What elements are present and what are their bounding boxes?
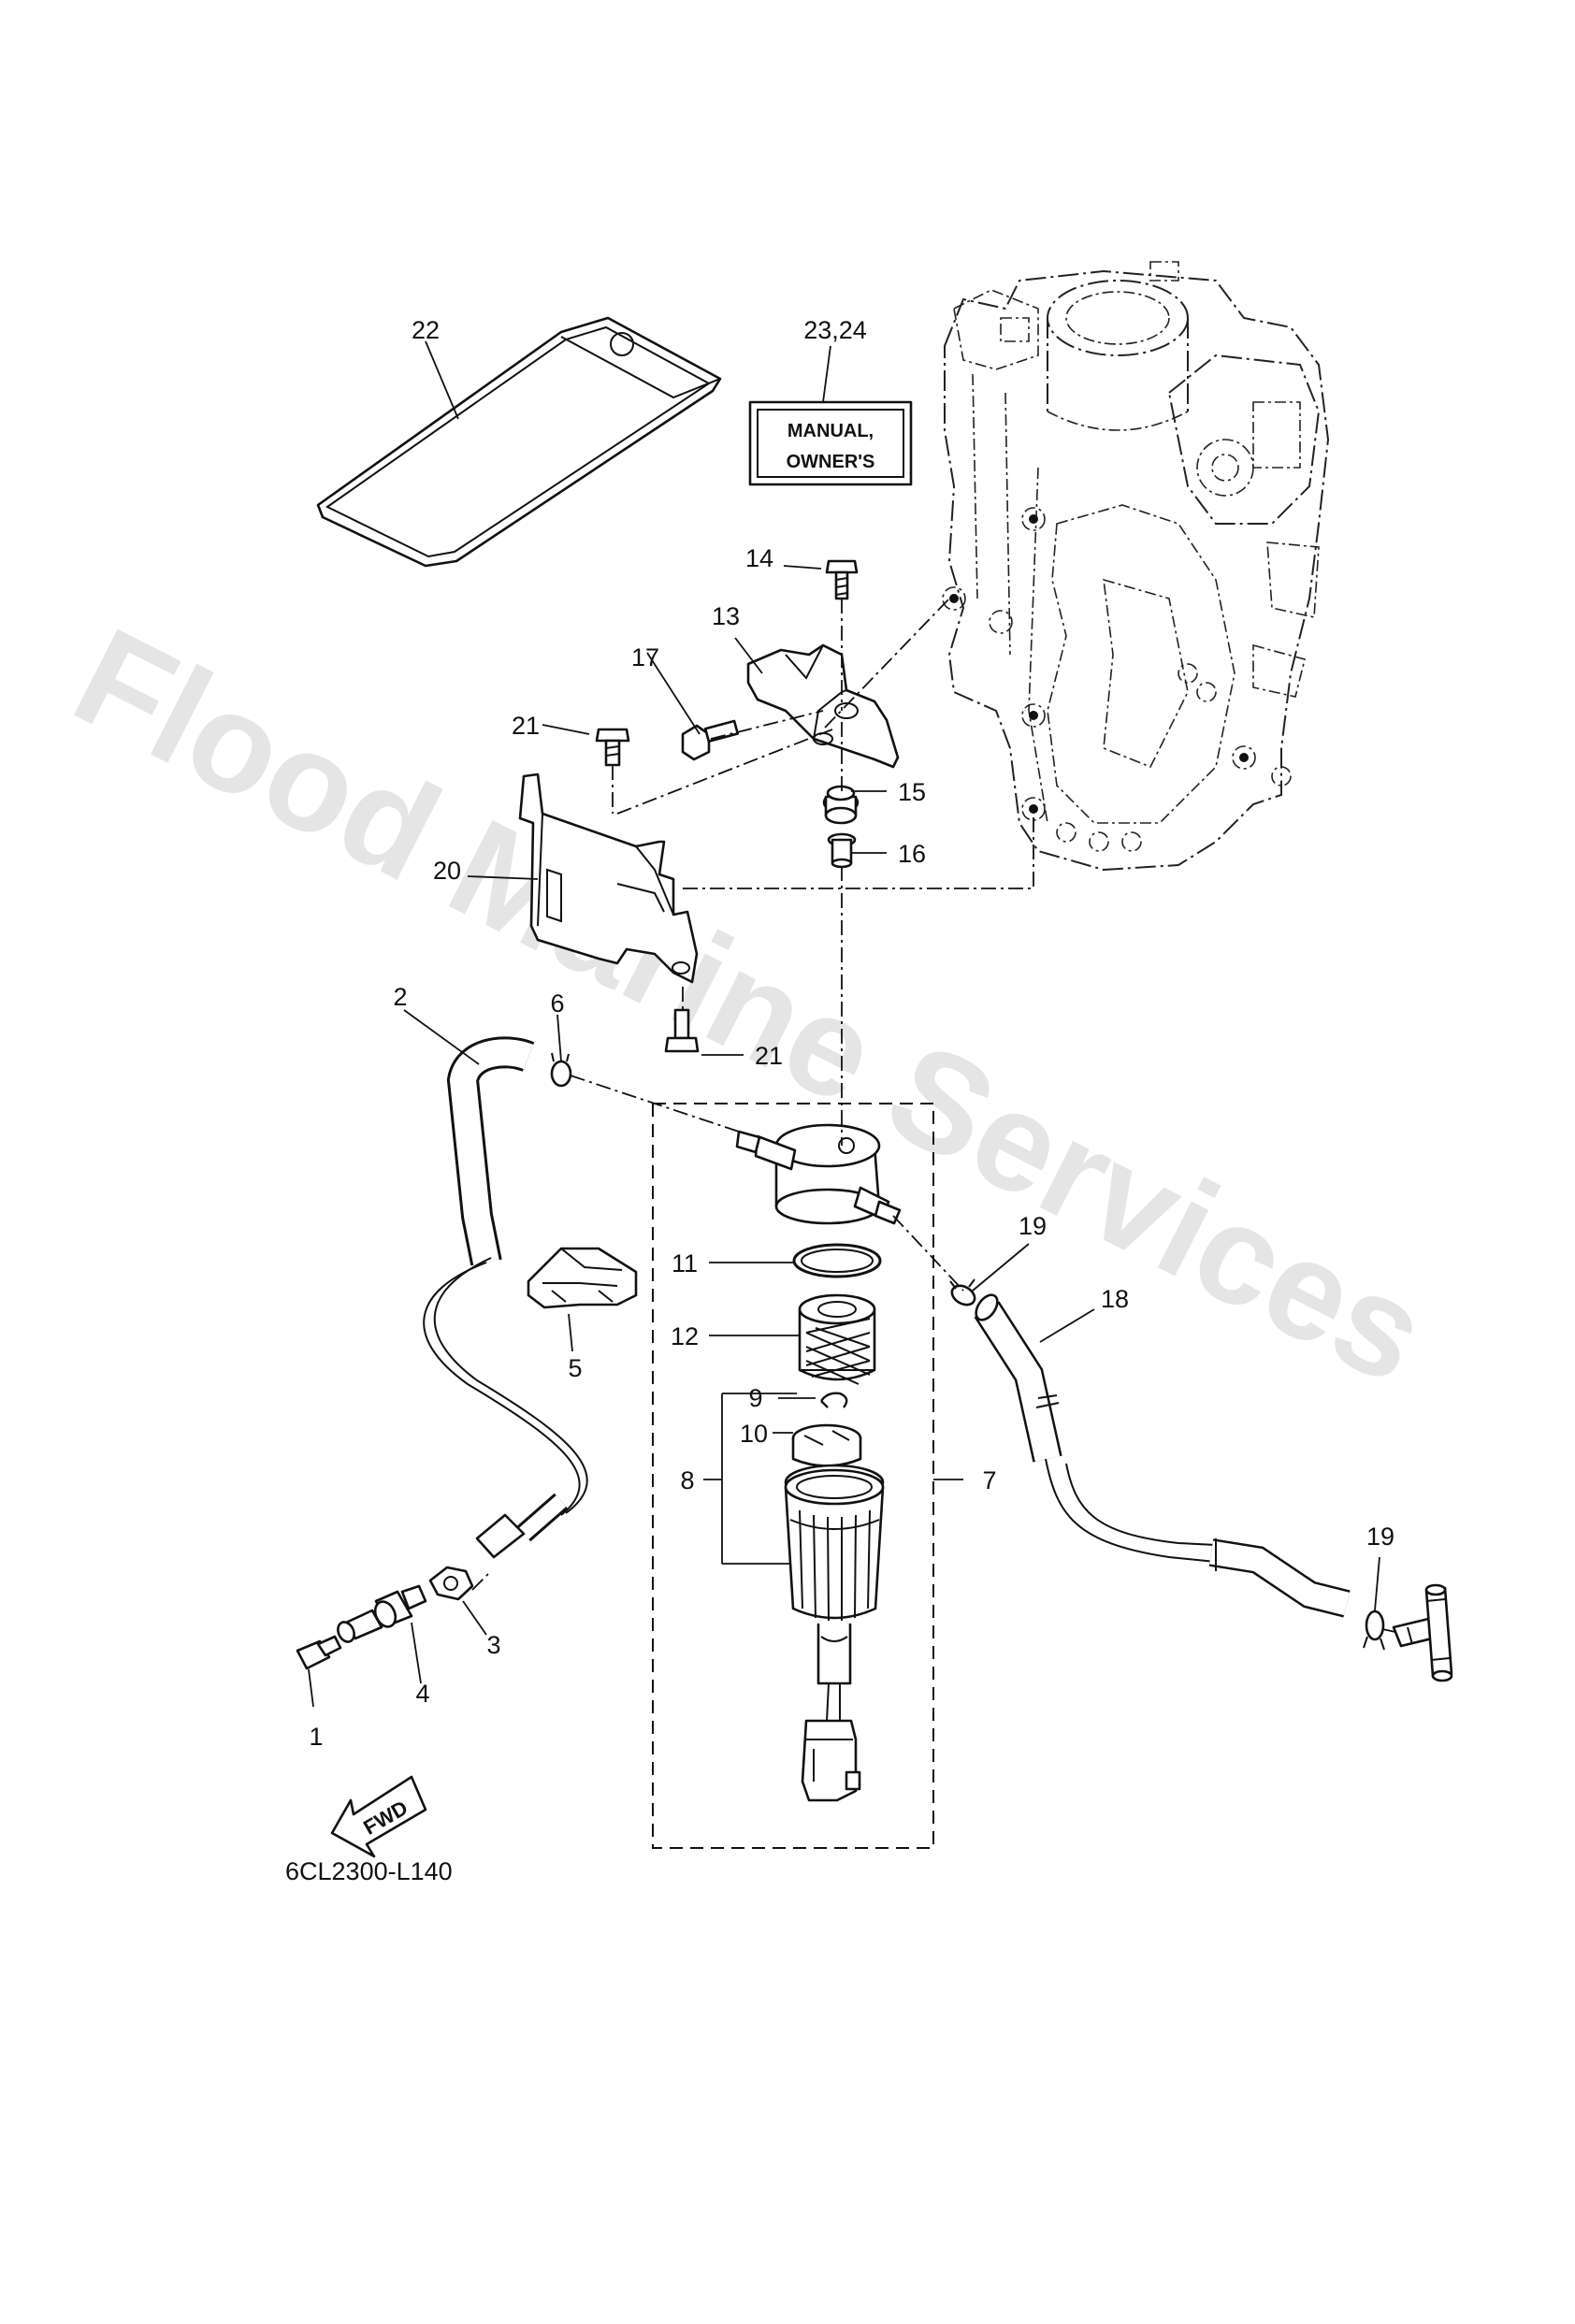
callout-3: 3 xyxy=(486,1631,500,1659)
collar-16 xyxy=(827,832,857,869)
hose-2 xyxy=(423,1036,588,1559)
owners-manual-label: MANUAL, OWNER'S xyxy=(748,400,913,486)
o-ring-11-inner xyxy=(801,1249,874,1273)
bolt-21-bottom xyxy=(664,1008,700,1053)
bolt-21-top xyxy=(595,728,630,767)
fuel-filter-head xyxy=(735,1123,902,1225)
clip-9 xyxy=(820,1392,848,1408)
float-10 xyxy=(791,1423,862,1467)
callout-21-bottom: 21 xyxy=(755,1042,783,1070)
bolt-17 xyxy=(681,719,740,761)
callout-8: 8 xyxy=(680,1466,694,1494)
leader-lines xyxy=(308,340,1380,1708)
callout-10: 10 xyxy=(740,1420,768,1448)
callout-1: 1 xyxy=(309,1723,323,1751)
nut-3 xyxy=(428,1566,474,1601)
callout-labels: 1 2 3 4 5 6 7 8 9 10 11 12 13 14 15 16 1… xyxy=(309,316,1394,1751)
callout-15: 15 xyxy=(898,778,926,806)
callout-23-24: 23,24 xyxy=(803,316,867,344)
callout-16: 16 xyxy=(898,840,926,868)
callout-12: 12 xyxy=(671,1322,699,1350)
callout-7: 7 xyxy=(982,1466,996,1494)
callout-9: 9 xyxy=(748,1384,762,1412)
callout-13: 13 xyxy=(712,602,740,630)
bolt-14 xyxy=(825,559,859,600)
callout-19-upper: 19 xyxy=(1019,1212,1047,1240)
bracket-13 xyxy=(746,643,900,769)
fitting-1 xyxy=(296,1635,342,1670)
callout-18: 18 xyxy=(1101,1285,1129,1313)
callout-14: 14 xyxy=(745,544,773,572)
callout-5: 5 xyxy=(568,1354,582,1382)
watermark: Flood Marine Services xyxy=(51,598,1450,1414)
callout-2: 2 xyxy=(393,983,407,1011)
fitting-4 xyxy=(337,1584,427,1643)
fwd-arrow-icon: FWD xyxy=(330,1775,427,1858)
tee-fitting xyxy=(1392,1583,1453,1682)
diagram-code: 6CL2300-L140 xyxy=(285,1857,453,1885)
callout-11: 11 xyxy=(672,1249,698,1277)
callout-4: 4 xyxy=(415,1680,429,1708)
o-ring-11 xyxy=(792,1243,882,1278)
grommet-15 xyxy=(822,785,860,825)
clip-19-lower xyxy=(1363,1609,1385,1651)
cover-plate-20 xyxy=(518,772,699,984)
clip-19-upper xyxy=(949,1278,976,1306)
callout-6: 6 xyxy=(550,989,564,1018)
callout-19-lower: 19 xyxy=(1366,1523,1394,1551)
filter-element-12 xyxy=(798,1293,876,1385)
manual-label-line1: MANUAL, xyxy=(788,421,874,441)
callout-21-top: 21 xyxy=(512,712,540,740)
callout-20: 20 xyxy=(433,857,461,885)
fuel-filter-assembly-box xyxy=(652,1103,934,1849)
hose-18 xyxy=(974,1293,1351,1618)
engine-block-outline xyxy=(942,261,1330,872)
assembly-lines xyxy=(471,598,1396,1633)
filter-cup-8 xyxy=(784,1464,885,1802)
owners-manual-pouch xyxy=(316,316,722,568)
manual-label-line2: OWNER'S xyxy=(787,452,875,472)
hose-holder-5 xyxy=(527,1247,638,1309)
callout-22: 22 xyxy=(412,316,440,344)
clip-6 xyxy=(550,1052,572,1088)
callout-17: 17 xyxy=(631,643,659,671)
